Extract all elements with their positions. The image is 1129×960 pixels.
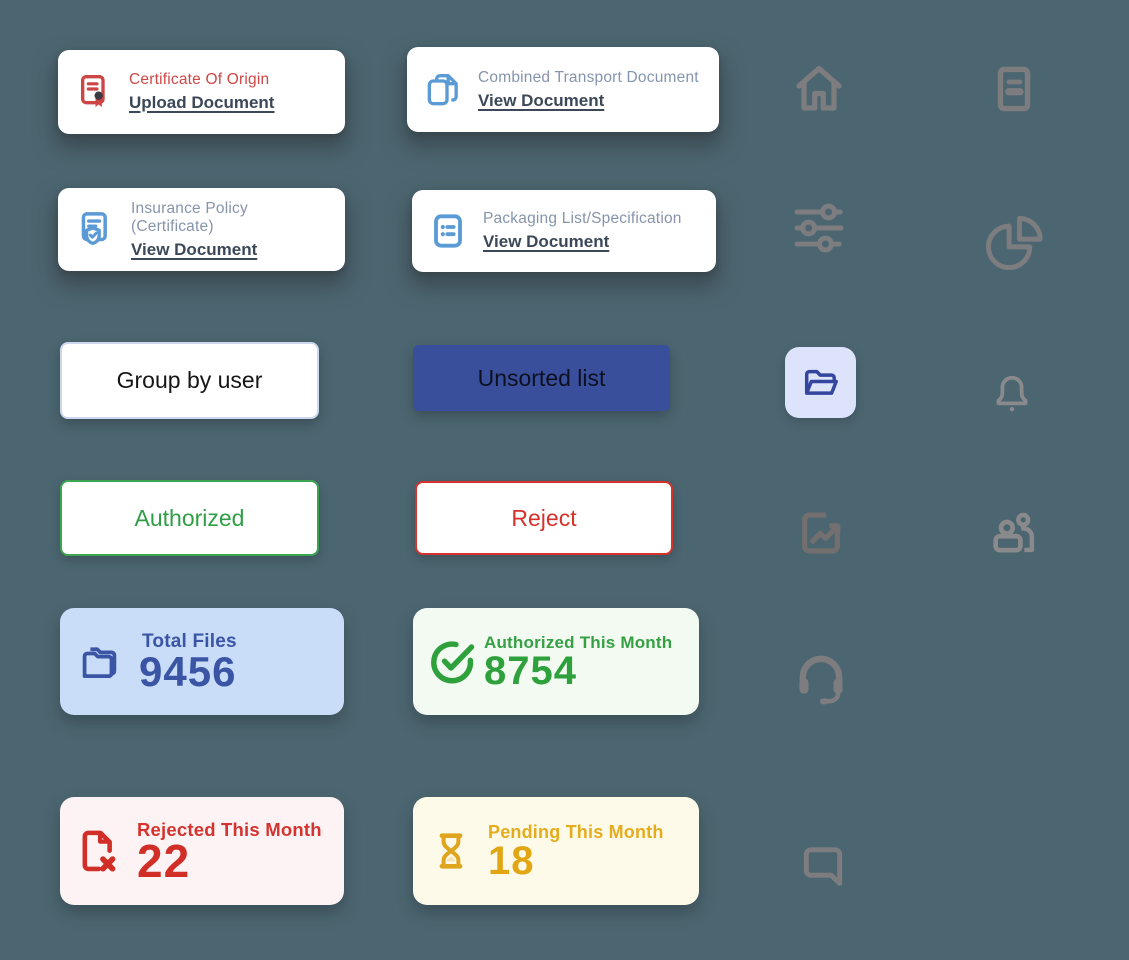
stat-label: Rejected This Month	[137, 818, 322, 840]
document-x-icon	[74, 825, 124, 877]
doc-card-title: Insurance Policy (Certificate)	[131, 199, 248, 235]
doc-card-title: Certificate Of Origin	[129, 71, 270, 88]
shield-check-document-icon	[74, 208, 116, 252]
stat-value: 8754	[484, 649, 577, 694]
reject-button[interactable]: Reject	[415, 481, 673, 555]
certificate-icon	[74, 70, 114, 114]
open-folder-icon	[798, 361, 844, 405]
group-by-user-label: Group by user	[116, 367, 263, 393]
copy-document-icon	[423, 69, 463, 111]
view-document-link[interactable]: View Document	[483, 232, 610, 251]
stat-card-pending-month[interactable]: Pending This Month 18	[413, 797, 699, 905]
reject-label: Reject	[511, 504, 577, 531]
stat-label: Total Files	[142, 630, 237, 652]
chat-bubble-icon[interactable]	[794, 838, 852, 894]
notes-document-icon[interactable]	[985, 60, 1043, 118]
stat-value: 18	[488, 839, 535, 884]
users-icon[interactable]	[983, 503, 1041, 561]
headset-icon[interactable]	[788, 644, 854, 710]
sliders-icon[interactable]	[786, 196, 852, 260]
stat-card-authorized-month[interactable]: Authorized This Month 8754	[413, 608, 699, 715]
home-icon[interactable]	[786, 56, 852, 120]
stat-card-total-files[interactable]: Total Files 9456	[60, 608, 344, 715]
doc-card-packaging-list[interactable]: Packaging List/Specification View Docume…	[412, 190, 716, 272]
doc-card-title: Packaging List/Specification	[483, 210, 682, 227]
upload-document-link[interactable]: Upload Document	[129, 93, 275, 112]
doc-card-insurance-policy[interactable]: Insurance Policy (Certificate) View Docu…	[58, 188, 345, 271]
stat-label: Pending This Month	[488, 821, 664, 842]
group-by-user-button[interactable]: Group by user	[60, 342, 319, 419]
doc-card-title: Combined Transport Document	[478, 68, 699, 86]
stat-value: 22	[137, 834, 191, 887]
check-circle-icon	[427, 637, 477, 687]
unsorted-list-label: Unsorted list	[477, 364, 606, 391]
doc-card-combined-transport[interactable]: Combined Transport Document View Documen…	[407, 47, 719, 132]
stat-label: Authorized This Month	[484, 632, 673, 652]
doc-card-certificate-of-origin[interactable]: Certificate Of Origin Upload Document	[58, 50, 345, 134]
pie-chart-icon[interactable]	[981, 210, 1045, 276]
stat-value: 9456	[139, 648, 237, 696]
hourglass-icon	[427, 825, 475, 877]
view-document-link[interactable]: View Document	[478, 90, 605, 110]
folder-icon	[74, 637, 126, 687]
bell-icon[interactable]	[986, 366, 1038, 422]
report-trend-icon[interactable]	[792, 504, 850, 562]
unsorted-list-button[interactable]: Unsorted list	[413, 345, 670, 411]
authorized-button[interactable]: Authorized	[60, 480, 319, 556]
list-document-icon	[428, 210, 468, 252]
authorized-label: Authorized	[134, 504, 245, 531]
stat-card-rejected-month[interactable]: Rejected This Month 22	[60, 797, 344, 905]
view-document-link[interactable]: View Document	[131, 239, 258, 259]
open-folder-button[interactable]	[785, 347, 856, 418]
